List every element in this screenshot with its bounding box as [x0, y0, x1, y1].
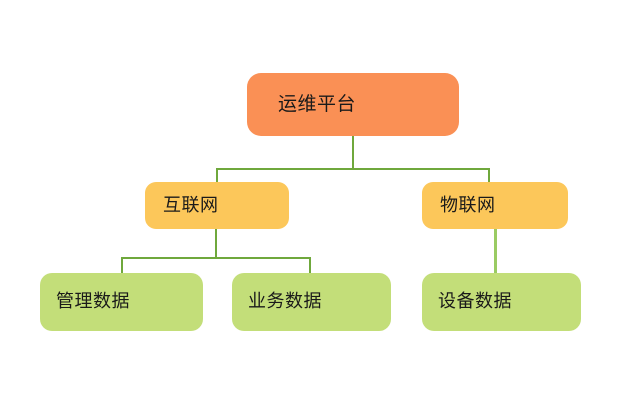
node-device-data-label: 设备数据: [438, 291, 512, 312]
node-business-data-label: 业务数据: [248, 291, 322, 312]
node-iot-label: 物联网: [440, 194, 496, 216]
node-iot[interactable]: 物联网: [422, 182, 568, 229]
connector-to-leaf-2: [309, 257, 311, 273]
connector-mid-left-stem: [215, 228, 217, 258]
node-root-label: 运维平台: [278, 93, 357, 115]
node-internet[interactable]: 互联网: [145, 182, 289, 229]
connector-root-stem: [352, 135, 354, 169]
connector-to-leaf-1: [121, 257, 123, 273]
node-device-data[interactable]: 设备数据: [422, 273, 581, 331]
connector-root-bus: [216, 168, 490, 170]
node-business-data[interactable]: 业务数据: [232, 273, 391, 331]
node-internet-label: 互联网: [163, 194, 219, 216]
connector-root-to-mid-left: [216, 168, 218, 183]
node-root-ops-platform[interactable]: 运维平台: [247, 73, 459, 136]
connector-to-leaf-3: [494, 228, 497, 274]
node-management-data[interactable]: 管理数据: [40, 273, 203, 331]
node-management-data-label: 管理数据: [56, 291, 130, 312]
connector-mid-left-bus: [121, 257, 311, 259]
connector-root-to-mid-right: [488, 168, 490, 183]
